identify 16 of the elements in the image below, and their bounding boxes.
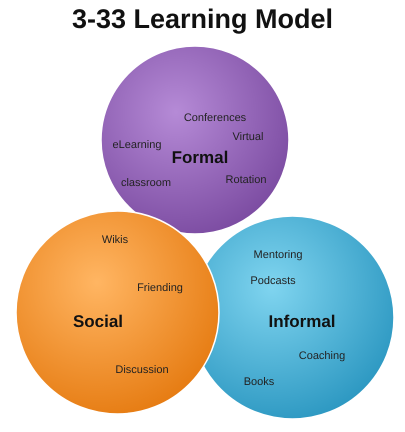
circle-heading: Formal	[172, 148, 228, 168]
circle-heading: Social	[72, 312, 124, 332]
circle-heading: Informal	[268, 312, 336, 332]
topic-label: eLearning	[112, 139, 162, 151]
diagram-title: 3-33 Learning Model	[70, 4, 334, 35]
topic-label: Wikis	[102, 234, 128, 246]
topic-label: Mentoring	[254, 249, 302, 261]
topic-label: Podcasts	[250, 275, 296, 287]
topic-label: Rotation	[226, 174, 266, 186]
topic-label: Conferences	[184, 112, 246, 124]
topic-label: Books	[244, 376, 274, 388]
topic-label: Discussion	[115, 364, 169, 376]
topic-label: Friending	[137, 282, 183, 294]
topic-label: Virtual	[232, 131, 264, 143]
topic-label: Coaching	[298, 350, 346, 362]
topic-label: classroom	[120, 177, 172, 189]
